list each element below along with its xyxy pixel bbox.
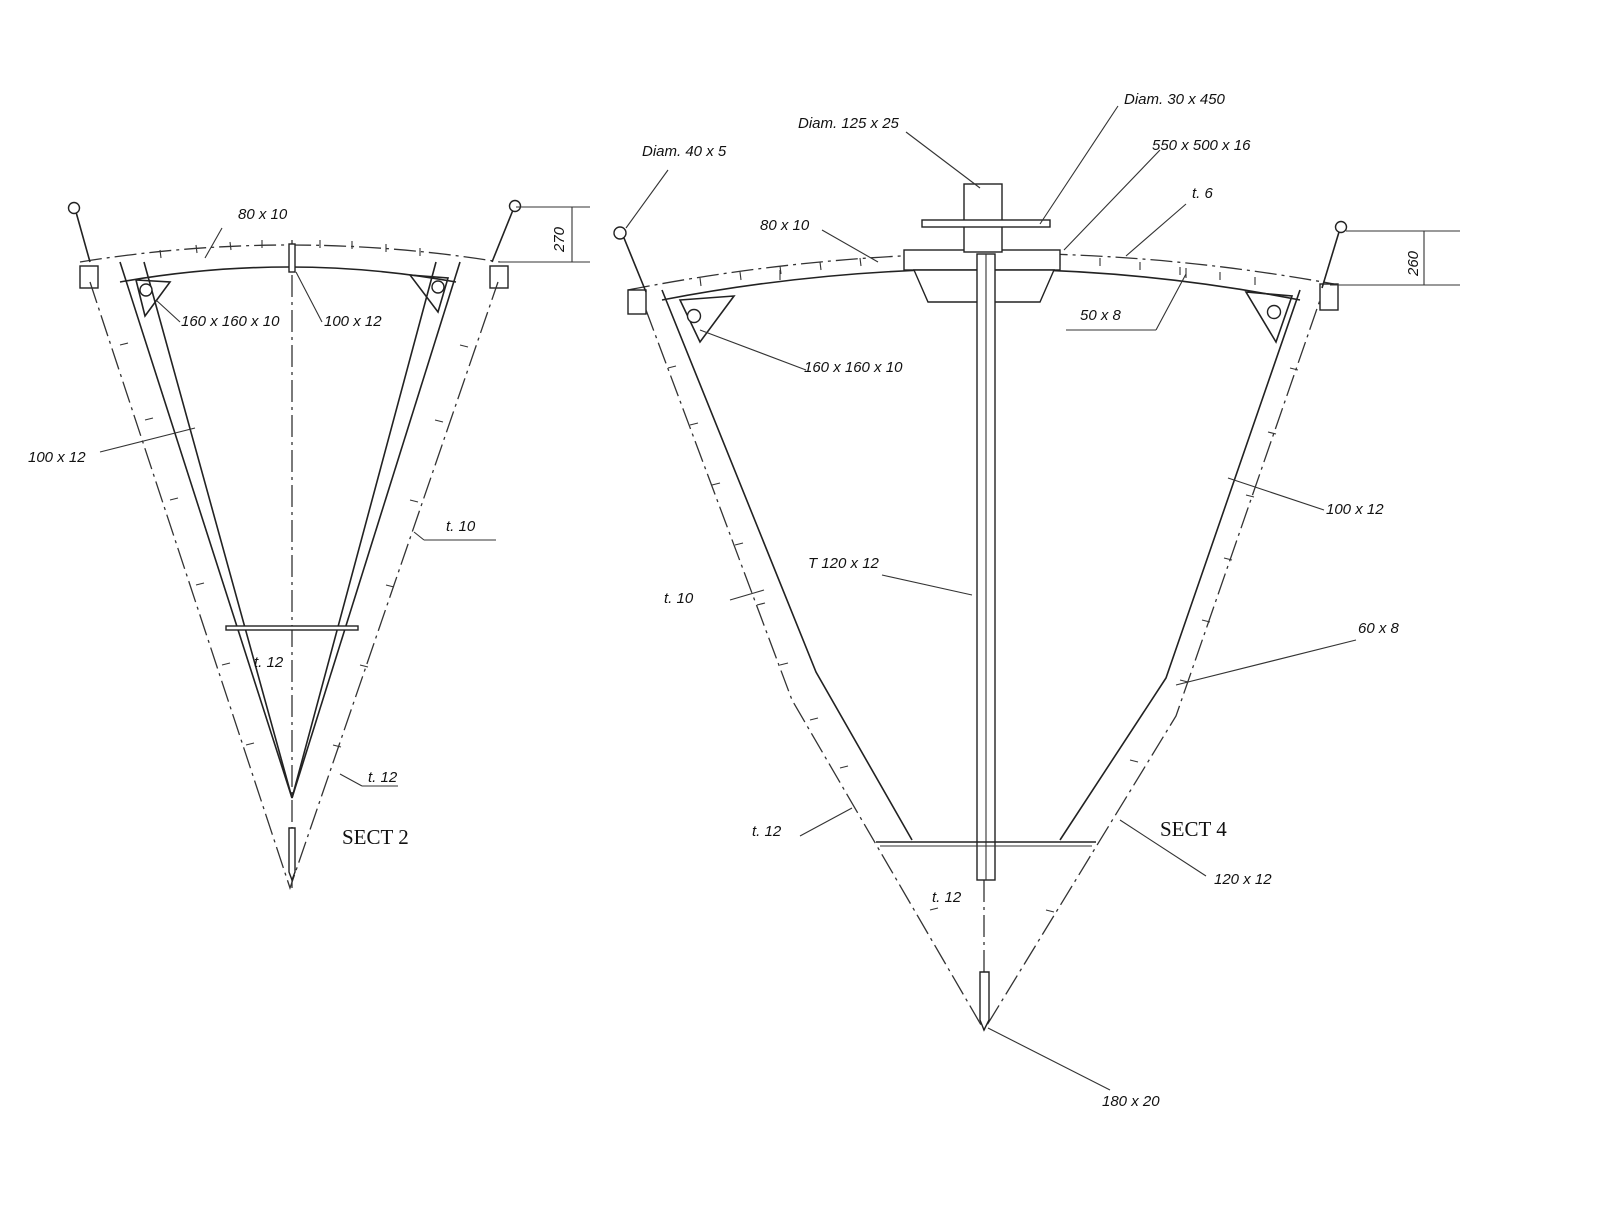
sect2-leaders — [99, 227, 496, 787]
sect4-bracket-hole-left — [686, 308, 702, 324]
sect2-title: SECT 2 — [342, 825, 409, 849]
sect4-label-frame: 100 x 12 — [1326, 501, 1384, 518]
sect4-label-tee-bar: T 120 x 12 — [808, 555, 880, 572]
sect4-label-floor: 120 x 12 — [1214, 871, 1272, 888]
sect2-frame-left-inner — [143, 261, 293, 799]
sect2-label-side-plate: t. 10 — [446, 518, 476, 535]
sect4-stanchion-ball-left — [613, 226, 627, 240]
sect4-label-floor-plate: t. 12 — [932, 889, 962, 906]
section-4-drawing: Diam. 40 x 5 Diam. 125 x 25 Diam. 30 x 4… — [613, 91, 1460, 1110]
sect2-label-center-girder: 100 x 12 — [324, 313, 382, 330]
sect4-frame-left — [661, 289, 913, 841]
sect4-pin — [921, 219, 1051, 228]
section-2-drawing: 80 x 10 270 160 x 160 x 10 100 x 12 100 … — [28, 199, 590, 891]
sect4-deck-edge-left — [627, 289, 647, 315]
sect4-deck-ticks — [699, 257, 1256, 287]
sect2-frame-right-outer — [291, 261, 461, 799]
sect2-floor-plate — [225, 625, 359, 631]
sect2-stanchion-left — [75, 211, 91, 263]
sect2-deck-ticks — [159, 240, 421, 259]
sect2-bracket-right — [408, 274, 450, 314]
sect2-deck-inner-line — [119, 266, 457, 283]
sect2-label-frame: 100 x 12 — [28, 449, 86, 466]
sect2-stanchion-ball-left — [67, 201, 81, 215]
sect4-title: SECT 4 — [1160, 817, 1227, 841]
sect4-label-rail-stanchion: Diam. 40 x 5 — [642, 143, 727, 160]
sect2-bracket-hole-left — [139, 283, 153, 297]
sect4-hull-ticks — [667, 365, 1299, 913]
sect2-hull-ticks — [119, 342, 469, 748]
sect2-label-bottom-plate: t. 12 — [368, 769, 398, 786]
sect4-leaders — [625, 105, 1357, 1091]
sect4-label-deck-plate: t. 6 — [1192, 185, 1214, 202]
sect4-label-deck-beam: 80 x 10 — [760, 217, 810, 234]
sect2-stanchion-right — [491, 209, 514, 263]
sect4-label-bracket: 160 x 160 x 10 — [804, 359, 903, 376]
sect4-keel-bar — [979, 971, 990, 1032]
sect2-center-girder — [288, 243, 296, 273]
sect4-bracket-hole-right — [1266, 304, 1282, 320]
sect2-stanchion-ball-right — [508, 199, 522, 213]
sect2-bracket-hole-right — [431, 280, 445, 294]
sect4-dimension-260 — [1330, 230, 1460, 286]
sect4-stanchion-right — [1321, 231, 1340, 289]
sect2-dimension-270 — [500, 206, 590, 263]
sect4-label-keel-bar: 180 x 20 — [1102, 1093, 1160, 1110]
sect4-label-mast-tube: Diam. 125 x 25 — [798, 115, 900, 132]
sect2-frame-left-outer — [119, 261, 293, 799]
sect4-mast-tube — [963, 183, 1003, 253]
sect2-label-floor-plate: t. 12 — [254, 654, 284, 671]
sect2-frame-right-inner — [291, 261, 437, 799]
sect2-keel — [288, 827, 296, 882]
sect4-label-dimension: 260 — [1405, 250, 1422, 277]
sect4-label-longitudinal: 50 x 8 — [1080, 307, 1122, 324]
sect4-label-mast-plate: 550 x 500 x 16 — [1152, 137, 1251, 154]
sect4-deck-edge-right — [1319, 283, 1339, 311]
sect4-label-pin: Diam. 30 x 450 — [1124, 91, 1226, 108]
sect2-label-dimension: 270 — [551, 226, 568, 253]
sect4-label-stringer: 60 x 8 — [1358, 620, 1400, 637]
sect2-deck-edge-left — [79, 265, 99, 289]
sect4-frame-right — [1059, 289, 1301, 841]
sect4-stanchion-left — [623, 237, 647, 293]
sect2-bracket-left — [134, 279, 172, 318]
sect4-label-bottom-plate: t. 12 — [752, 823, 782, 840]
sect4-stanchion-ball-right — [1334, 220, 1348, 234]
sect4-bracket-right — [1244, 291, 1294, 344]
sect2-label-deck-beam: 80 x 10 — [238, 206, 288, 223]
sect2-deck-edge-right — [489, 265, 509, 289]
sect2-label-bracket: 160 x 160 x 10 — [181, 313, 280, 330]
sect2-hull-outer — [89, 281, 499, 891]
sect4-label-side-plate: t. 10 — [664, 590, 694, 607]
